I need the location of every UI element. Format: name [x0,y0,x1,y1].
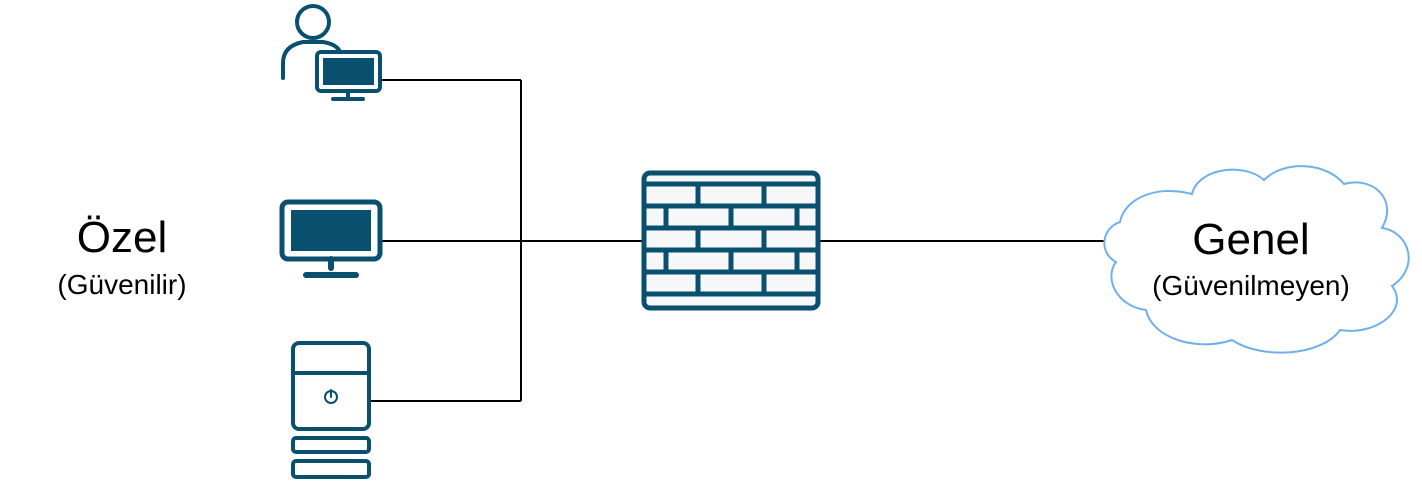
user-workstation-icon [281,4,382,101]
server-icon [291,341,371,479]
connections [369,79,1104,402]
public-zone-title: Genel [1192,215,1309,264]
firewall-icon [641,170,821,311]
private-zone-title: Özel [77,213,167,262]
private-zone-subtitle: (Güvenilir) [57,269,186,300]
monitor-icon [279,199,383,278]
cloud-icon [1103,165,1410,354]
public-zone-subtitle: (Güvenilmeyen) [1152,270,1350,301]
